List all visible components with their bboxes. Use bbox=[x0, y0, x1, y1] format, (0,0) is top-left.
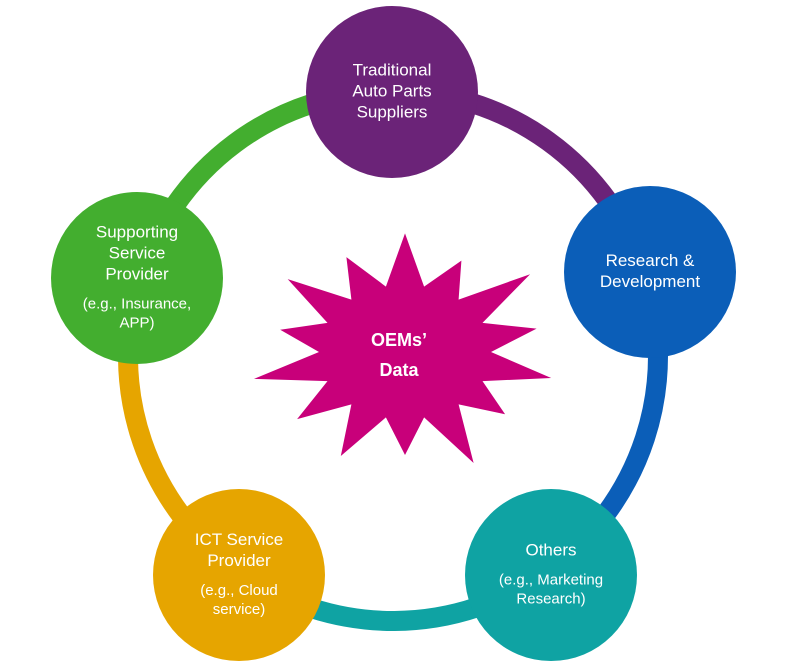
node-title-line: Auto Parts bbox=[352, 82, 431, 101]
node-title-line: Service bbox=[109, 244, 166, 263]
node-research-development: Research & Development bbox=[564, 186, 736, 358]
node-note-line: service) bbox=[213, 601, 266, 618]
node-title-line: Provider bbox=[207, 551, 271, 570]
node-title-line: Research & bbox=[606, 251, 695, 270]
center-burst-group: OEMs’ Data bbox=[253, 233, 552, 463]
node-note-line: (e.g., Marketing bbox=[499, 572, 603, 589]
node-circle-ict-service-provider bbox=[153, 489, 325, 661]
node-title-line: ICT Service bbox=[195, 530, 284, 549]
node-title-line: Provider bbox=[105, 265, 169, 284]
node-note-line: APP) bbox=[119, 315, 154, 332]
node-title-line: Suppliers bbox=[357, 103, 428, 122]
node-circle-traditional-auto-parts-suppliers bbox=[306, 6, 478, 178]
node-note-line: (e.g., Insurance, bbox=[83, 296, 191, 313]
oems-data-burst bbox=[253, 233, 552, 463]
center-label-line-1: OEMs’ bbox=[371, 330, 427, 350]
node-circle-research-development bbox=[564, 186, 736, 358]
node-note-line: (e.g., Cloud bbox=[200, 582, 278, 599]
node-circle-others bbox=[465, 489, 637, 661]
node-title-line: Others bbox=[525, 541, 576, 560]
node-circle-supporting-service-provider bbox=[51, 192, 223, 364]
node-title-line: Supporting bbox=[96, 223, 178, 242]
node-title-line: Traditional bbox=[353, 61, 432, 80]
center-label-line-2: Data bbox=[379, 360, 419, 380]
node-title-line: Development bbox=[600, 272, 700, 291]
node-note-line: Research) bbox=[516, 591, 585, 608]
